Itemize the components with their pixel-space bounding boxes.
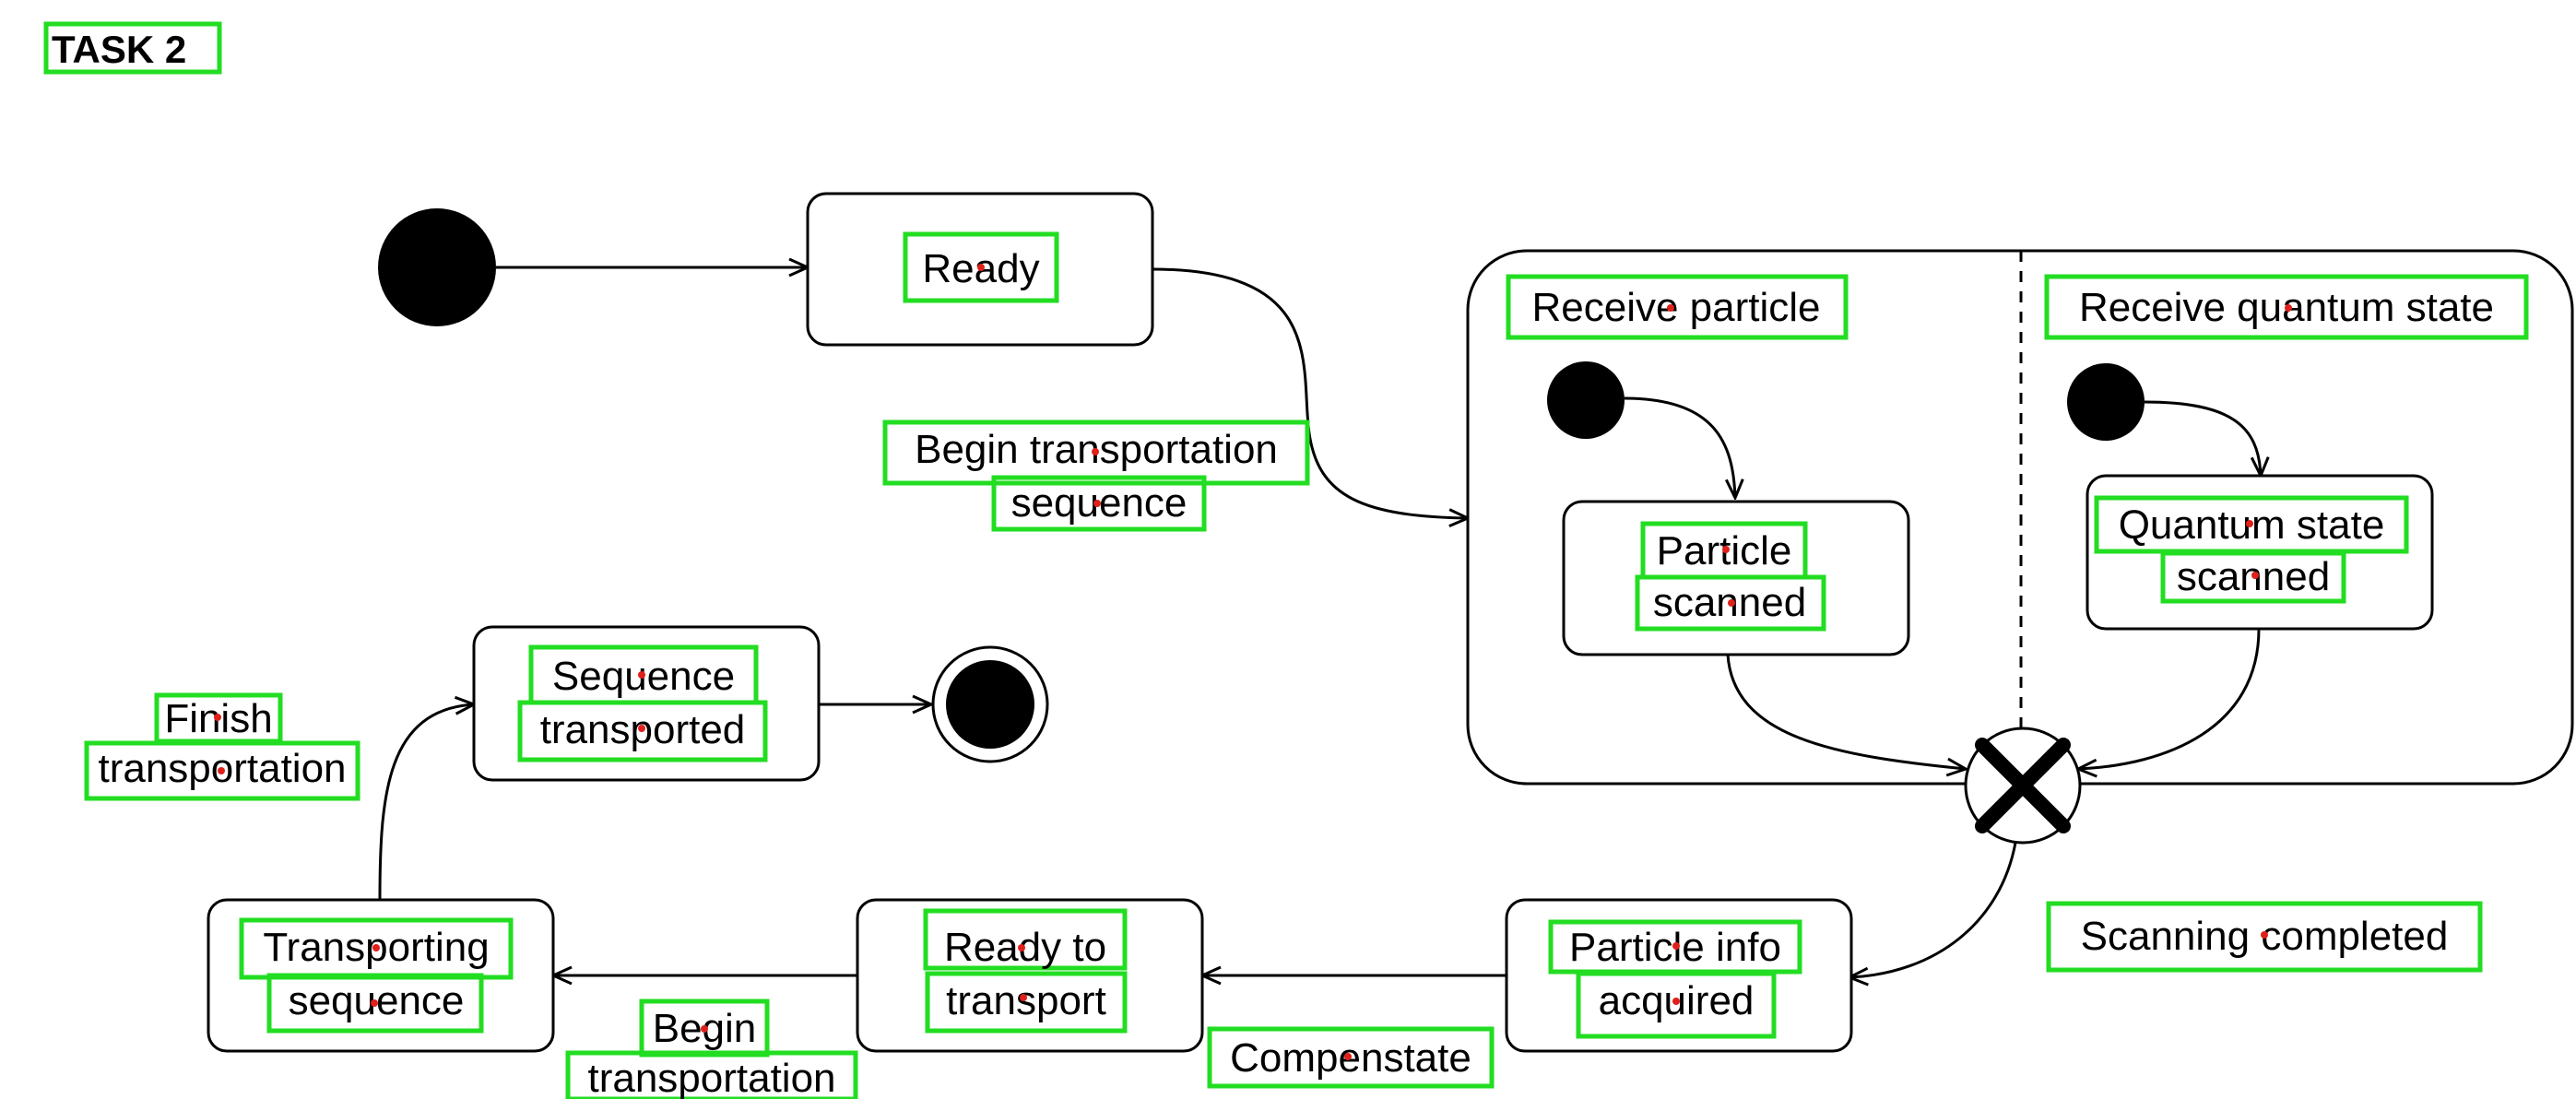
marker-dot: [2285, 304, 2292, 312]
marker-dot: [1672, 942, 1680, 950]
transition-highlight: [882, 420, 1310, 486]
region-left-title: Receive particle: [1531, 285, 1820, 330]
marker-dot: [977, 264, 985, 271]
marker-dot: [1018, 944, 1025, 951]
marker-dot: [371, 999, 378, 1007]
region-title-highlight: [2044, 274, 2529, 340]
marker-dot: [1728, 599, 1735, 607]
region-initial-icon: [1547, 361, 1625, 439]
transition-highlight: [991, 475, 1207, 532]
marker-dot: [1092, 448, 1099, 455]
marker-dot: [2251, 572, 2259, 579]
marker-dot: [1020, 994, 1027, 1001]
edge-join-to-particle-info: [1849, 842, 2017, 977]
marker-dot: [214, 714, 221, 721]
region-title-highlight: [1506, 274, 1849, 340]
transition-begin-transportation-line2: transportation: [587, 1056, 835, 1099]
edge-particle-to-join: [1726, 654, 1966, 769]
marker-dot: [1093, 500, 1101, 507]
marker-dot: [218, 767, 225, 774]
join-icon: [1964, 727, 2082, 845]
transition-highlight: [84, 740, 360, 801]
final-state-icon: [931, 645, 1049, 763]
edge-region-initial-to-particle: [1624, 396, 1735, 498]
marker-dot: [1672, 998, 1680, 1005]
edge-region-initial-to-quantum: [2144, 400, 2261, 476]
marker-dot: [638, 725, 645, 732]
marker-dot: [372, 944, 380, 951]
title-highlight: [43, 21, 222, 75]
marker-dot: [638, 671, 645, 679]
transition-highlight: [1207, 1026, 1495, 1089]
transition-highlight: [2046, 901, 2483, 973]
state-highlight: [1576, 971, 1777, 1039]
state-highlight: [517, 700, 768, 762]
state-highlight: [923, 908, 1128, 971]
region-initial-icon: [2067, 363, 2145, 441]
initial-state-icon: [378, 208, 496, 326]
marker-dot: [1722, 546, 1730, 553]
page-title: TASK 2: [52, 28, 186, 71]
marker-dot: [2246, 520, 2253, 527]
state-highlight: [266, 973, 484, 1034]
ready-highlight: [903, 231, 1059, 303]
ready-to-transport-line2: transport: [946, 978, 1106, 1023]
marker-dot: [1667, 304, 1674, 312]
marker-dot: [2261, 931, 2268, 939]
edge-transporting-to-sequence-transported: [378, 704, 474, 901]
marker-dot: [1344, 1053, 1352, 1060]
transition-highlight: [565, 1050, 858, 1099]
ready-to-transport-line1: Ready to: [944, 925, 1106, 970]
state-highlight: [1635, 574, 1826, 632]
state-highlight: [925, 971, 1128, 1034]
marker-dot: [701, 1025, 708, 1033]
state-highlight: [2160, 550, 2346, 604]
edge-quantum-to-join: [2078, 628, 2261, 769]
